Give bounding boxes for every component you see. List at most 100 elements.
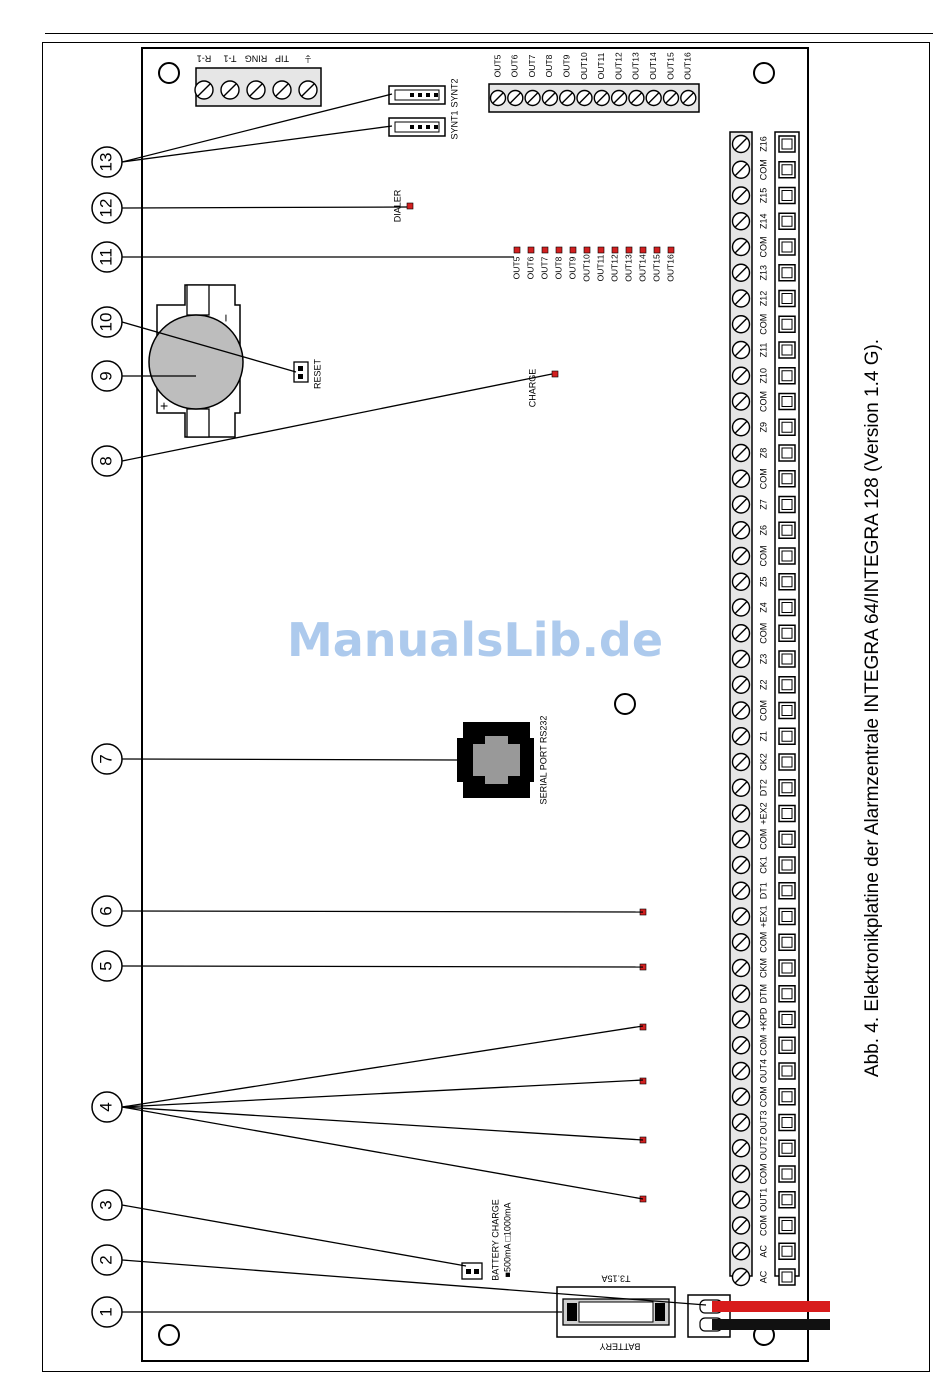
terminal-label: COM <box>758 468 768 489</box>
terminal-clamp-inner <box>781 988 793 1000</box>
screw-slot <box>223 83 237 97</box>
terminal-clamp-inner <box>781 318 793 330</box>
terminal-label: Z5 <box>758 576 768 587</box>
terminal-screw <box>731 649 751 669</box>
out-led-label: OUT13 <box>623 254 633 282</box>
terminal-label: +KPD <box>758 1007 768 1031</box>
terminal-clamp-inner <box>781 1039 793 1051</box>
terminal-screw <box>731 701 751 720</box>
terminal-label: COM <box>758 159 768 180</box>
callout-marker <box>91 241 123 273</box>
terminal-screw <box>731 546 751 566</box>
rs232-socket <box>473 736 520 784</box>
callout-number: 8 <box>96 456 115 465</box>
terminal-label: COM <box>758 829 768 850</box>
screw-slot <box>734 704 748 717</box>
terminal-clamp-inner <box>781 885 793 897</box>
callout-leader-line <box>121 910 644 913</box>
terminal-label: Z15 <box>758 188 768 204</box>
callout-number: 4 <box>96 1102 115 1111</box>
out-terminal-label: OUT15 <box>665 52 675 80</box>
screw-slot <box>734 858 748 872</box>
callout-leader-line <box>121 1106 644 1200</box>
phone-terminal-screw <box>298 80 318 100</box>
callout-leader-line <box>121 206 408 209</box>
screw-slot <box>734 1193 748 1207</box>
screw-slot <box>734 961 748 975</box>
out-led-label: OUT11 <box>595 254 605 281</box>
out-led <box>569 246 577 254</box>
terminal-screw <box>731 521 751 540</box>
out-led-label: OUT14 <box>637 254 647 282</box>
terminal-label: COM <box>758 700 768 721</box>
screw-slot <box>734 189 748 202</box>
terminal-clamp-inner <box>781 550 793 562</box>
terminal-screw <box>731 263 751 282</box>
screw-slot <box>734 910 748 923</box>
terminal-label: OUT2 <box>758 1136 768 1160</box>
out-terminal-label: OUT9 <box>561 54 571 77</box>
dialer-led <box>406 202 414 210</box>
terminal-clamp-inner <box>781 859 793 871</box>
terminal-screw <box>731 1190 751 1209</box>
screw-slot <box>596 92 608 104</box>
out-led-label: OUT16 <box>665 254 675 282</box>
screw-slot <box>734 729 748 743</box>
terminal-screw <box>731 443 751 463</box>
terminal-screw <box>731 1216 751 1235</box>
screw-slot <box>734 317 748 331</box>
callout-marker <box>91 1244 123 1276</box>
battery-connector-label: BATTERY <box>600 1342 641 1352</box>
out-led <box>527 246 535 254</box>
phone-terminal-screw <box>194 80 214 100</box>
phone-terminal-label: TIP <box>275 54 289 64</box>
terminal-screw <box>731 1036 751 1055</box>
terminal-clamp-inner <box>781 627 793 639</box>
callout-leader-line <box>121 93 393 163</box>
terminal-label: OUT1 <box>758 1188 768 1212</box>
terminal-clamp-inner <box>781 808 793 819</box>
terminal-label: OUT3 <box>758 1110 768 1134</box>
battery-minus-label: − <box>218 314 234 322</box>
callout-leader-line <box>121 321 297 373</box>
mounting-hole <box>614 693 636 715</box>
terminal-screw <box>731 1061 751 1081</box>
screw-slot <box>561 92 573 104</box>
terminal-screw <box>731 186 751 205</box>
phone-terminal-label: T-1 <box>223 54 236 64</box>
charge-led <box>551 370 559 378</box>
out-terminal-label: OUT11 <box>596 52 606 79</box>
terminal-label: Z7 <box>758 499 768 510</box>
terminal-screw <box>731 1010 751 1029</box>
terminal-clamp-inner <box>781 370 793 382</box>
terminal-label: Z16 <box>758 136 768 152</box>
out-led-label: OUT10 <box>581 254 591 282</box>
terminal-clamp-inner <box>781 447 793 459</box>
out-led-label: OUT7 <box>539 256 549 279</box>
callout-marker <box>91 445 123 477</box>
synt2-pin <box>426 93 430 97</box>
out-led-label: OUT5 <box>511 256 521 279</box>
screw-slot <box>734 1090 748 1104</box>
terminal-clamp-inner <box>781 267 793 279</box>
charge-jumper-pin <box>474 1269 479 1274</box>
terminal-label: Z1 <box>758 731 768 742</box>
terminal-screw <box>731 958 751 978</box>
callout-leader-line <box>121 758 458 761</box>
reset-jumper-pin <box>298 374 303 379</box>
terminal-label: Z10 <box>758 368 768 384</box>
screw-slot <box>682 92 695 104</box>
terminal-screw <box>731 727 751 746</box>
out-led <box>639 246 647 254</box>
battery-wire-red <box>712 1301 830 1312</box>
out-led <box>597 246 605 254</box>
out-led <box>555 246 563 254</box>
callout-leader-line <box>121 125 393 163</box>
coin-battery <box>148 314 244 410</box>
screw-slot <box>249 83 263 97</box>
terminal-screw <box>731 752 751 772</box>
terminal-clamp-inner <box>781 705 793 716</box>
terminal-label: CK1 <box>758 856 768 874</box>
terminal-label: COM <box>758 623 768 644</box>
out-terminal-screw <box>559 89 576 107</box>
